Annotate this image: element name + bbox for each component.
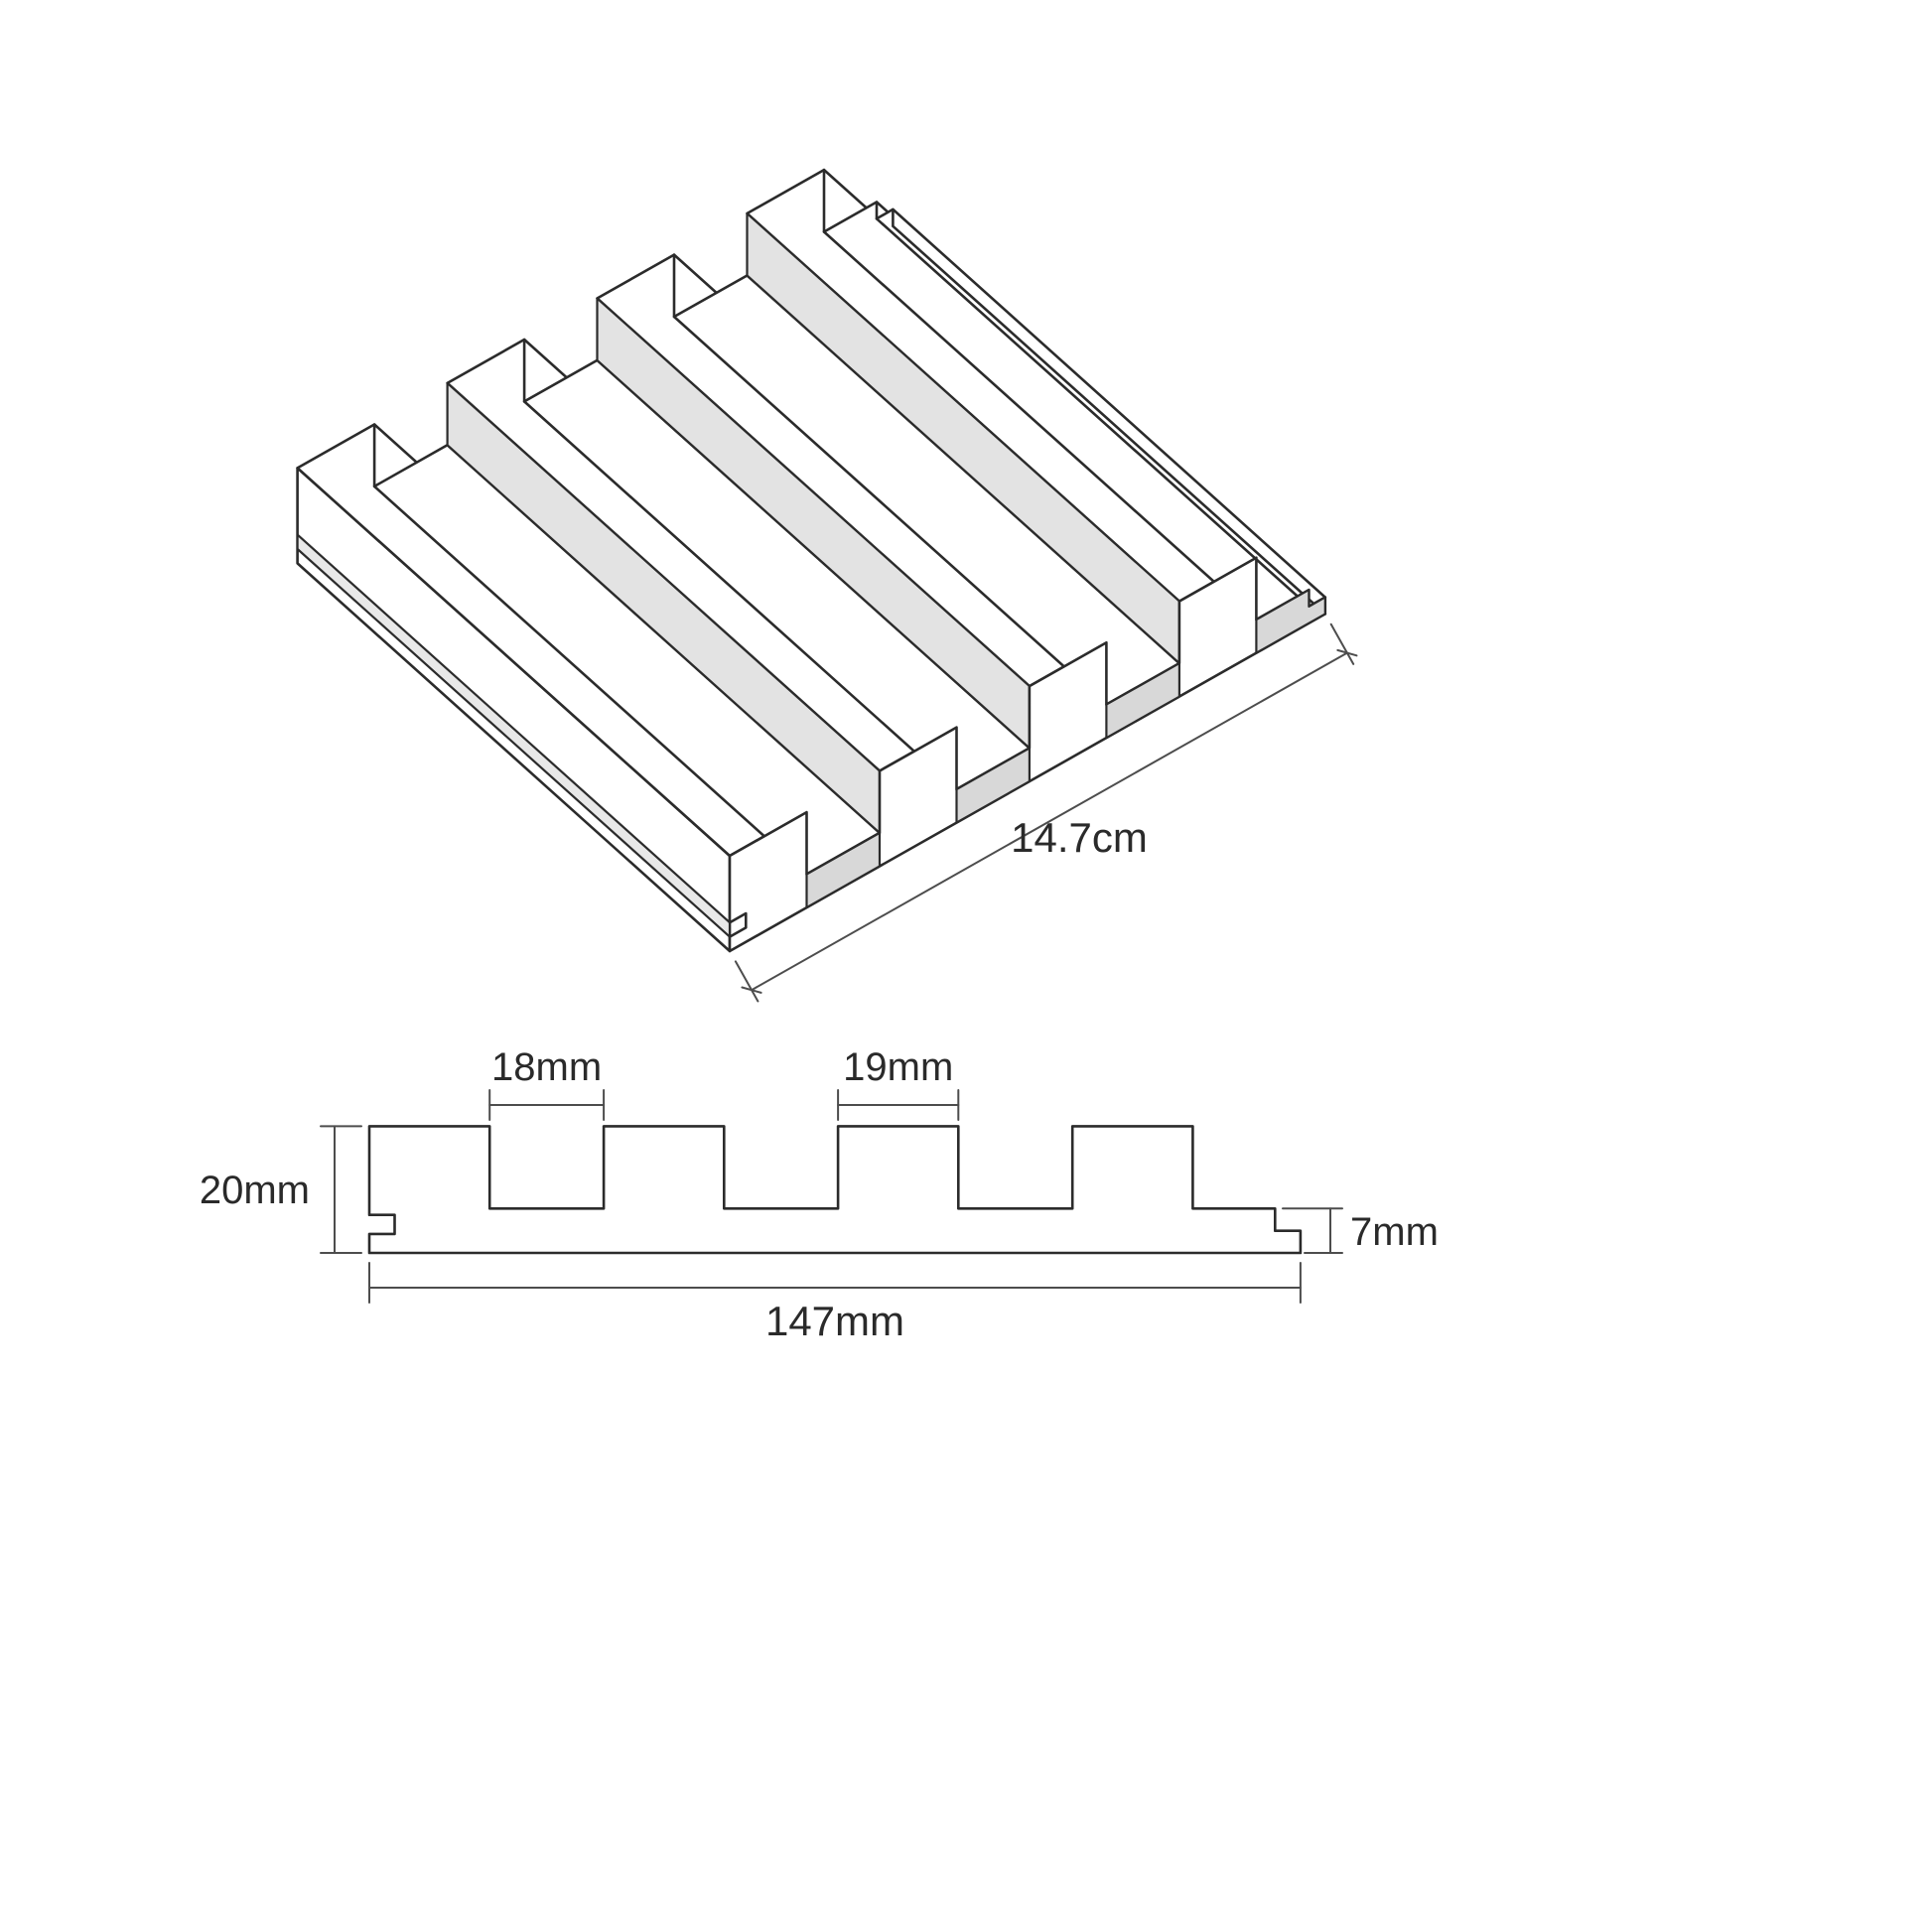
- panel-width-dimension: 147mm: [368, 1262, 1302, 1344]
- panel-left-notch-groove: [296, 533, 732, 938]
- dimension-label-groove-width: 18mm: [491, 1045, 602, 1089]
- slat-width-dimension: 19mm: [837, 1045, 960, 1121]
- dimension-label-base-thickness: 7mm: [1350, 1210, 1439, 1254]
- panel-back-edges: [372, 168, 1327, 616]
- dimension-tick: [1336, 648, 1358, 657]
- tongue-front-base: [1255, 588, 1326, 654]
- base-thickness-dimension: 7mm: [1282, 1207, 1439, 1254]
- groove-width-dimension: 18mm: [488, 1045, 606, 1121]
- dimension-label-panel-width: 147mm: [765, 1298, 904, 1344]
- panel-isometric-view: 14.7cm: [296, 168, 1358, 1003]
- cross-section-profile: [367, 1125, 1303, 1255]
- dimension-line: [751, 651, 1348, 992]
- dimension-label-panel-width-iso: 14.7cm: [1011, 814, 1148, 861]
- iso-width-dimension: 14.7cm: [734, 622, 1358, 1003]
- groove-front-base-3: [1105, 661, 1181, 740]
- groove-front-base-1: [805, 831, 882, 909]
- dimension-label-slat-width: 19mm: [843, 1045, 953, 1089]
- dimension-tick: [741, 986, 762, 994]
- groove-front-base-2: [955, 747, 1032, 824]
- dimension-label-panel-height: 20mm: [200, 1169, 310, 1212]
- extension-line: [734, 960, 759, 1003]
- panel-height-dimension: 20mm: [200, 1125, 362, 1254]
- panel-cross-section-view: 18mm 19mm 20mm 7mm: [200, 1045, 1439, 1344]
- extension-line: [1329, 622, 1355, 665]
